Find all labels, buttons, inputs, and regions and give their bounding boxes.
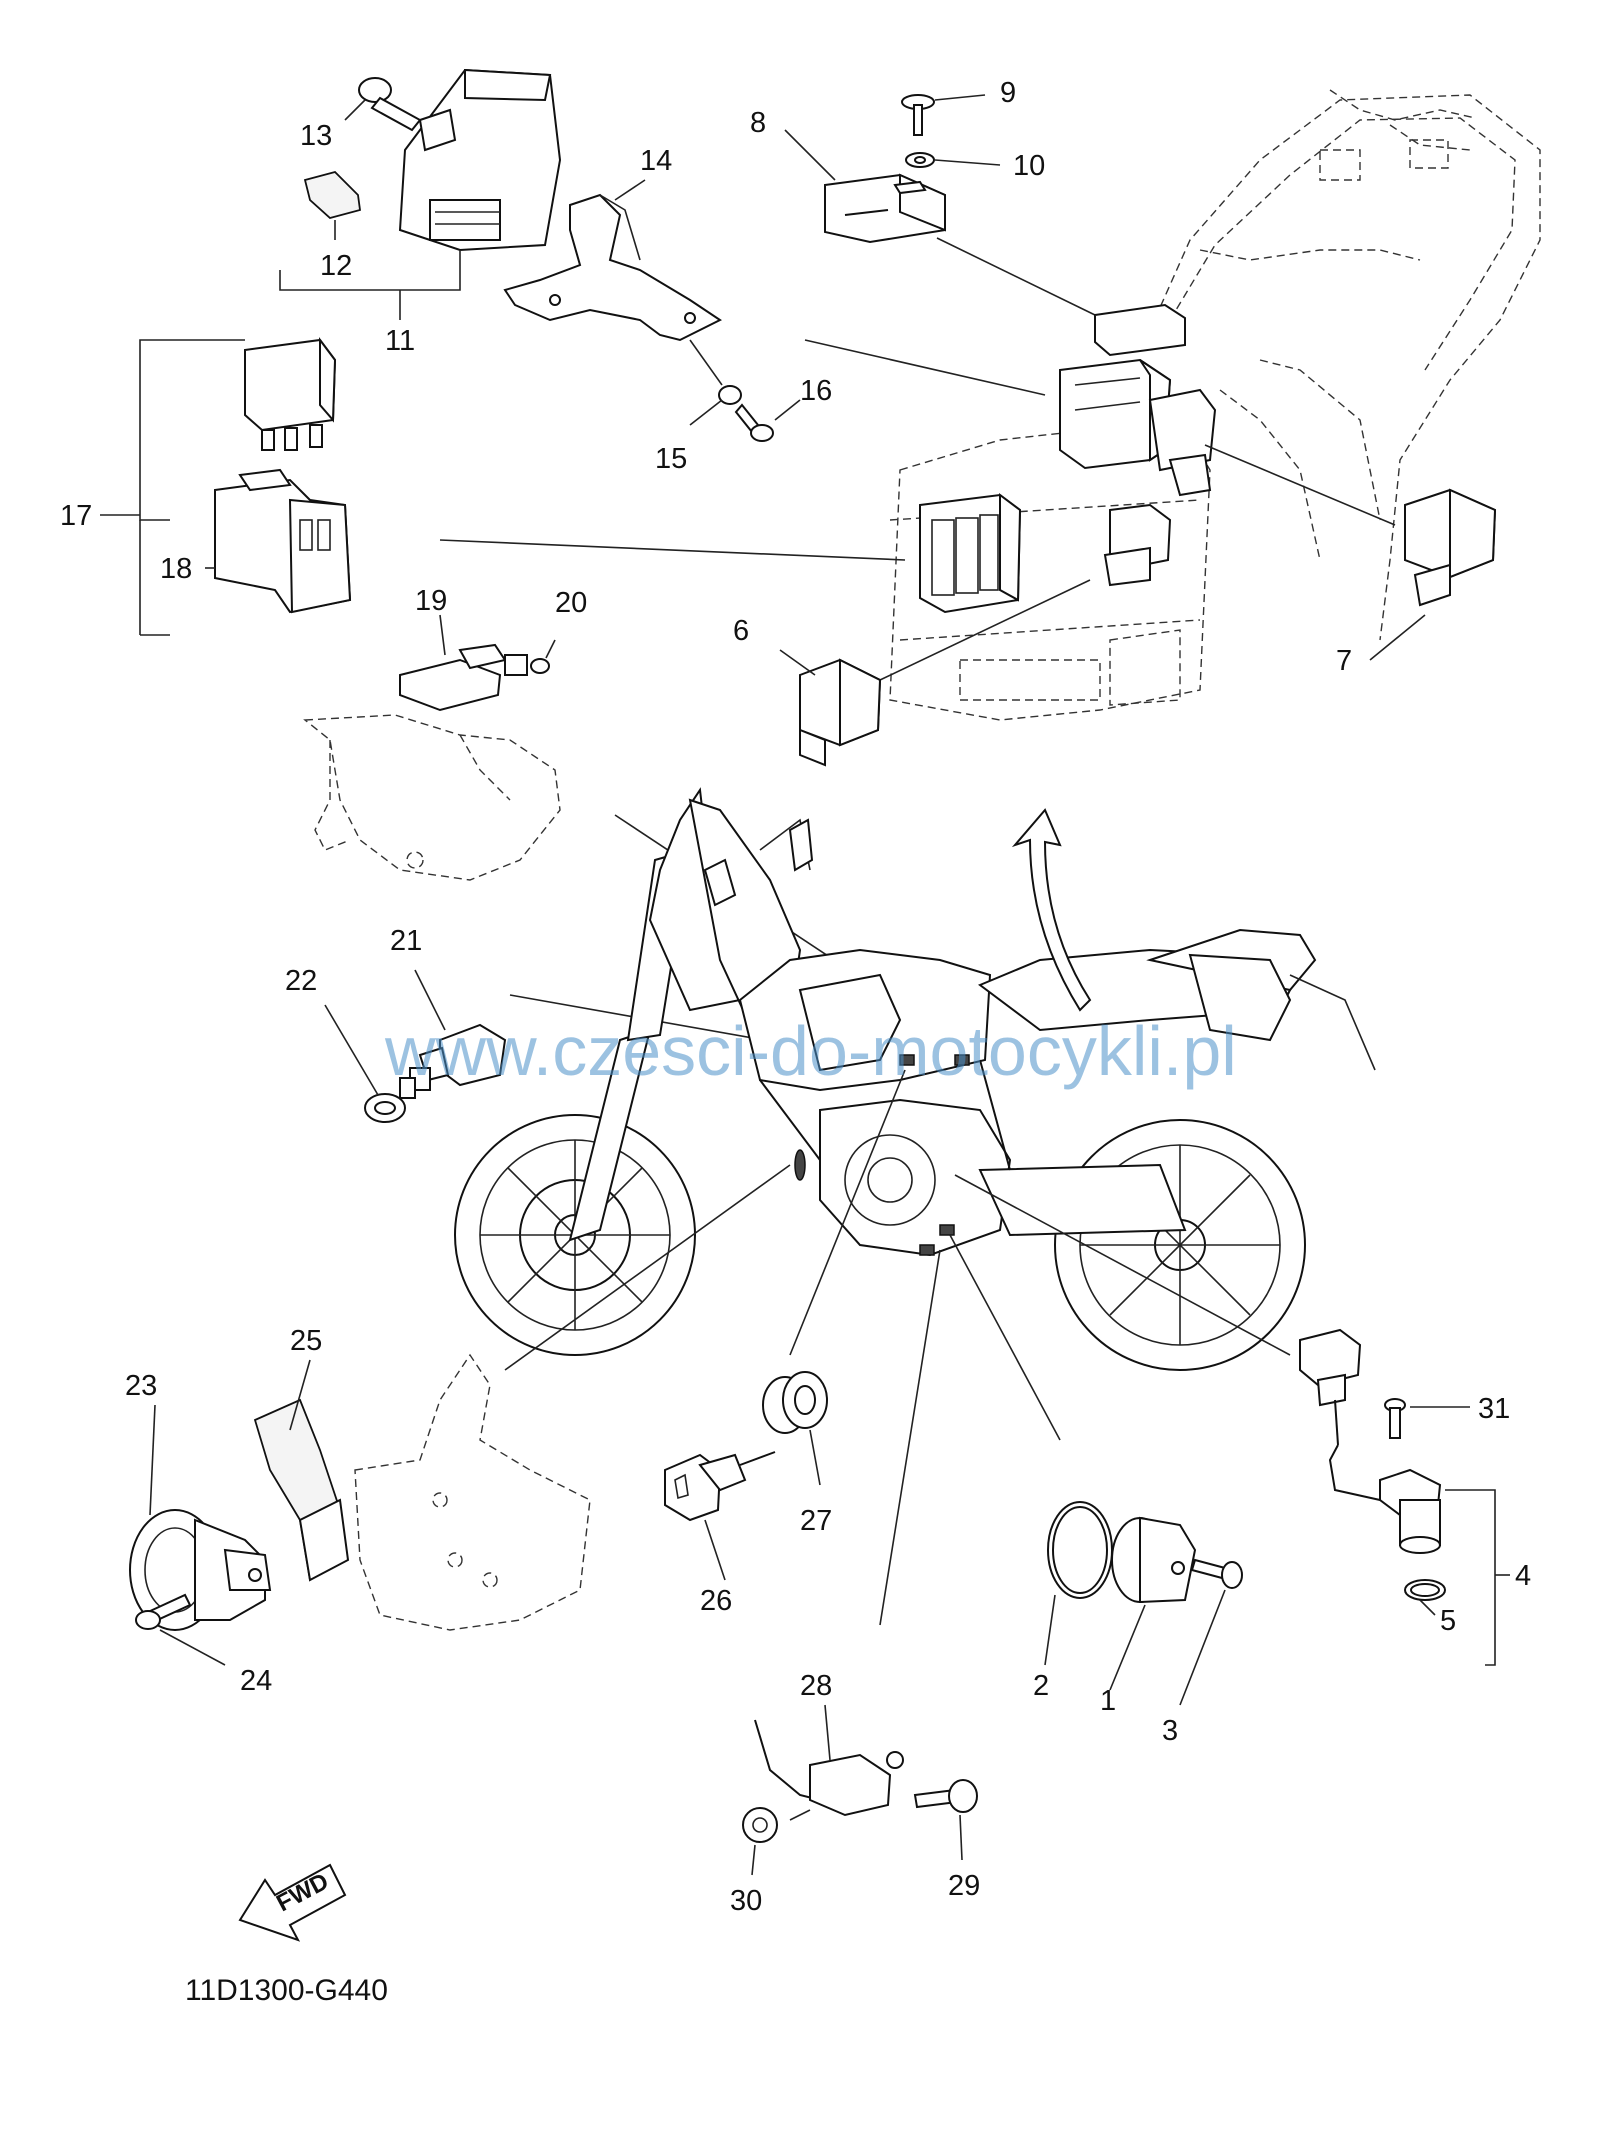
fuse-box-part-18 [205,468,352,614]
horn-bracket-part-25 [253,1359,350,1582]
callout-18: 18 [160,553,192,585]
callout-5: 5 [1440,1605,1456,1637]
callout-6: 6 [733,615,749,647]
relay-6-installed [1103,503,1172,587]
bolt-part-3 [1179,1558,1243,1706]
callout-7: 7 [1336,645,1352,677]
grommet-part-27 [762,1371,828,1486]
connector-8-installed [1094,303,1186,357]
sensor-bracket [303,714,561,881]
oring-part-2 [1044,1501,1113,1666]
callout-9: 9 [1000,77,1016,109]
screw-part-9 [901,94,986,136]
relay-part-7 [1204,444,1497,661]
leader-4 [954,1174,1291,1356]
callout-11: 11 [385,325,415,357]
callout-21: 21 [390,925,422,957]
horn-mount-bracket [354,1353,591,1631]
cover-part-12 [303,170,361,240]
callout-8: 8 [750,107,766,139]
relay-part-6 [779,649,882,767]
callout-4: 4 [1515,1560,1531,1592]
nut-part-20 [530,639,556,674]
washer-part-10 [905,152,1001,168]
washer-part-22 [324,1004,406,1123]
switch-part-26 [664,1451,776,1581]
callout-1: 1 [1100,1685,1116,1717]
callout-12: 12 [320,250,352,282]
callout-15: 15 [655,443,687,475]
callout-25: 25 [290,1325,322,1357]
sensor-part-19 [399,614,528,712]
motorcycle-overview [454,787,1376,1371]
callout-30: 30 [730,1885,762,1917]
nut-part-30 [742,1807,778,1876]
starter-relay-part-11 [279,68,562,320]
leader-6 [879,579,1091,681]
bracket-part-14 [503,179,722,342]
callout-22: 22 [285,965,317,997]
watermark: www.czesci-do-motocykli.pl [384,1012,1237,1090]
leader-28 [879,1249,941,1626]
leader-25 [504,1164,791,1371]
callout-31: 31 [1478,1393,1510,1425]
bolt-part-31 [1384,1398,1470,1439]
callout-10: 10 [1013,150,1045,182]
rear-frame-assembly [889,89,1541,721]
sensor-part-28 [754,1704,904,1821]
callout-26: 26 [700,1585,732,1617]
leader-1 [949,1234,1061,1441]
relay-block-installed [1059,358,1217,497]
callout-19: 19 [415,585,447,617]
callout-27: 27 [800,1505,832,1537]
sensor-part-21 [399,969,507,1099]
relay-part-17 [100,337,337,636]
leader-26 [789,1069,906,1356]
grommet-part-15 [689,339,742,426]
callout-20: 20 [555,587,587,619]
callout-28: 28 [800,1670,832,1702]
direction-arrow [1011,808,1092,1012]
bolt-part-13 [344,77,422,132]
callout-13: 13 [300,120,332,152]
callout-23: 23 [125,1370,157,1402]
bolt-part-29 [913,1779,978,1861]
bolt-part-16 [734,399,801,442]
callout-14: 14 [640,145,672,177]
diagram-code: 11D1300-G440 [185,1974,388,2007]
fwd-arrow: FWD [238,1863,347,1942]
callout-17: 17 [60,500,92,532]
bolt-part-24 [135,1593,226,1666]
leader-14-block [804,339,1046,396]
cover-part-1 [1109,1516,1197,1691]
horn-part-23 [129,1404,272,1631]
oring-part-5 [1404,1579,1446,1616]
speed-sensor-part-4 [1299,1328,1510,1666]
callout-24: 24 [240,1665,272,1697]
fuse-box-installed [919,493,1022,614]
callout-2: 2 [1033,1670,1049,1702]
leader-17-fusebox [439,539,906,561]
callout-16: 16 [800,375,832,407]
connector-part-8 [784,129,1096,316]
callout-29: 29 [948,1870,980,1902]
callout-3: 3 [1162,1715,1178,1747]
